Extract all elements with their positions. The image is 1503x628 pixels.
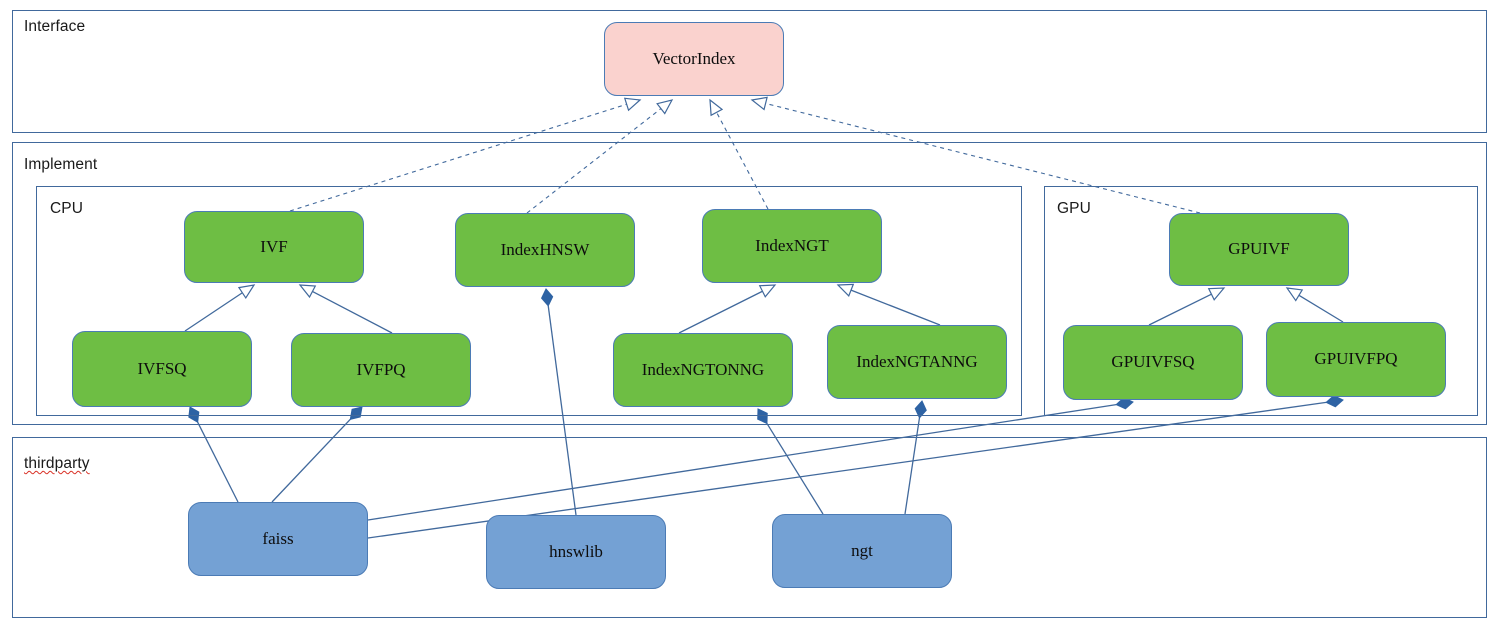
node-label-gpuivf: GPUIVF (1228, 239, 1290, 259)
node-gpuivfpq[interactable]: GPUIVFPQ (1266, 322, 1446, 397)
container-gpu (1044, 186, 1478, 416)
node-label-ngt: ngt (851, 540, 873, 560)
container-thirdparty (12, 437, 1487, 618)
node-ivfsq[interactable]: IVFSQ (72, 331, 252, 407)
node-label-faiss: faiss (262, 528, 294, 548)
node-label-gpuivfsq: GPUIVFSQ (1111, 352, 1195, 372)
node-label-ivfsq: IVFSQ (137, 358, 187, 378)
node-label-hnswlib: hnswlib (549, 541, 603, 561)
container-label-gpu: GPU (1057, 200, 1091, 217)
node-faiss[interactable]: faiss (188, 502, 368, 576)
container-label-implement: Implement (24, 156, 98, 173)
node-label-indexngtonng: IndexNGTONNG (641, 359, 765, 379)
container-implement (12, 142, 1487, 425)
node-hnswlib[interactable]: hnswlib (486, 515, 666, 589)
container-label-interface: Interface (24, 18, 86, 35)
node-label-ivfpq: IVFPQ (356, 359, 406, 379)
node-ivfpq[interactable]: IVFPQ (291, 333, 471, 407)
node-indexngtanng[interactable]: IndexNGTANNG (827, 325, 1007, 399)
node-label-indexhnsw: IndexHNSW (500, 239, 590, 259)
node-indexhnsw[interactable]: IndexHNSW (455, 213, 635, 287)
node-label-gpuivfpq: GPUIVFPQ (1314, 349, 1398, 369)
node-ivf[interactable]: IVF (184, 211, 364, 283)
node-indexngt[interactable]: IndexNGT (702, 209, 882, 283)
node-label-indexngt: IndexNGT (755, 235, 829, 255)
node-label-indexngtanng: IndexNGTANNG (856, 351, 978, 371)
node-gpuivf[interactable]: GPUIVF (1169, 213, 1349, 286)
node-vectorindex[interactable]: VectorIndex (604, 22, 784, 96)
node-label-ivf: IVF (260, 236, 288, 256)
container-cpu (36, 186, 1022, 416)
container-label-thirdparty: thirdparty (24, 455, 90, 472)
container-interface (12, 10, 1487, 133)
container-label-cpu: CPU (50, 200, 84, 217)
node-label-vectorindex: VectorIndex (652, 48, 736, 68)
node-gpuivfsq[interactable]: GPUIVFSQ (1063, 325, 1243, 400)
node-indexngtonng[interactable]: IndexNGTONNG (613, 333, 793, 407)
node-ngt[interactable]: ngt (772, 514, 952, 588)
